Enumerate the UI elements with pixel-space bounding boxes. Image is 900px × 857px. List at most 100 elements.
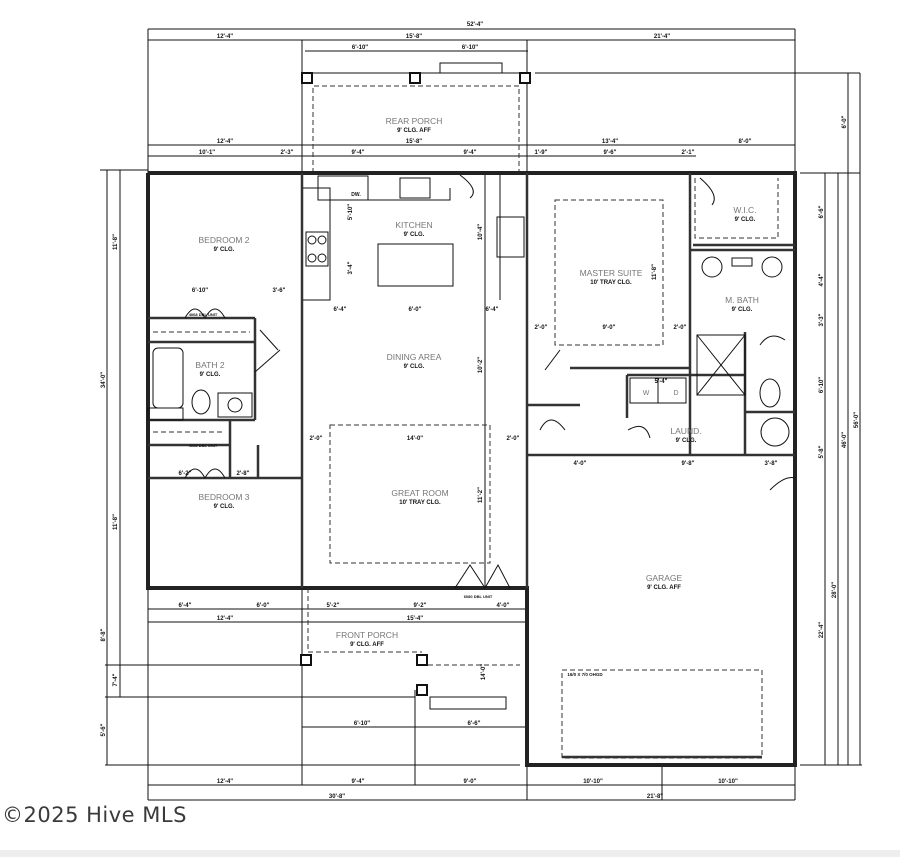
dim: 8'-0" xyxy=(739,139,752,145)
water-heater-icon xyxy=(760,417,790,447)
dim: 6'-10" xyxy=(354,721,370,727)
toilet-icon xyxy=(191,389,211,415)
watermark: ©2025 Hive MLS xyxy=(2,803,187,827)
dim: 2'-0" xyxy=(535,325,548,331)
dim: 15'-4" xyxy=(407,616,423,622)
room-ceiling: 9' CLG. xyxy=(735,217,756,223)
room-ceiling: 9' CLG. xyxy=(732,307,753,313)
porch-post xyxy=(301,72,313,84)
room-ceiling: 9' CLG. xyxy=(404,232,425,238)
dim: 30'-8" xyxy=(329,794,345,800)
room-name: GARAGE xyxy=(646,573,683,583)
room-name: M. BATH xyxy=(725,295,759,305)
shower-icon xyxy=(696,334,746,396)
dim: 3'-8" xyxy=(765,461,778,467)
dim: 6'-0" xyxy=(257,603,270,609)
dim: 11'-8" xyxy=(113,514,119,530)
dim: 6'-4" xyxy=(486,307,499,313)
room-ceiling: 9' CLG. AFF xyxy=(647,585,681,591)
dim: 5'-8" xyxy=(819,445,825,458)
door-icon xyxy=(759,335,786,346)
dim: 12'-4" xyxy=(217,34,233,40)
dim: 8'-8" xyxy=(101,628,107,641)
dim: 14'-0" xyxy=(481,664,487,680)
vanity-icon xyxy=(217,392,253,418)
room-ceiling: 9' CLG. xyxy=(200,372,221,378)
room-name: LAUND. xyxy=(670,426,701,436)
dim: 2'-0" xyxy=(507,436,520,442)
room-ceiling: 9' CLG. xyxy=(404,364,425,370)
toilet-icon xyxy=(759,378,781,408)
room-labels: REAR PORCH 9' CLG. AFF KITCHEN 9' CLG. B… xyxy=(189,116,759,677)
dim: 5'-2" xyxy=(327,603,340,609)
dimension-texts: 52'-4" 12'-4" 15'-8" 21'-4" 6'-10" 6'-10… xyxy=(101,22,860,800)
door-icon xyxy=(254,329,281,373)
dim: 6'-6" xyxy=(819,205,825,218)
room-name: W.I.C. xyxy=(733,205,756,215)
dim: 9'-0" xyxy=(603,325,616,331)
room-ceiling: 10' TRAY CLG. xyxy=(590,280,632,286)
dim: 3'-3" xyxy=(819,313,825,326)
dim: 2'-1" xyxy=(682,150,695,156)
room-name: BATH 2 xyxy=(195,360,224,370)
dishwasher-label: DW. xyxy=(351,192,361,198)
closet-door-icon xyxy=(184,468,226,479)
dim: 2'-8" xyxy=(237,471,250,477)
dim: 9'-4" xyxy=(464,150,477,156)
dim: 11'-8" xyxy=(113,234,119,250)
dryer-icon xyxy=(657,377,687,404)
room-ceiling: 9' CLG. xyxy=(676,438,697,444)
refrigerator-icon xyxy=(496,216,525,258)
dim: 7'-4" xyxy=(113,673,119,686)
dim: 4'-0" xyxy=(574,461,587,467)
dim: 5'-4" xyxy=(655,379,668,385)
dim: 9'-2" xyxy=(414,603,427,609)
room-name: GREAT ROOM xyxy=(391,488,448,498)
dim: 46'-0" xyxy=(842,432,848,448)
closet-label: 4068 DBL UNIT xyxy=(189,443,218,448)
porch-post xyxy=(409,72,421,84)
dim: 6'-0" xyxy=(409,307,422,313)
dim: 2'-0" xyxy=(310,436,323,442)
dim: 22'-4" xyxy=(819,622,825,638)
porch-post xyxy=(300,654,312,666)
porch-post xyxy=(519,72,531,84)
room-ceiling: 10' TRAY CLG. xyxy=(399,500,441,506)
dim: 11'-2" xyxy=(478,487,484,503)
room-ceiling: 9' CLG. xyxy=(214,247,235,253)
dim: 28'-0" xyxy=(832,582,838,598)
dim: 4'-0" xyxy=(497,603,510,609)
kitchen-island xyxy=(377,243,454,287)
dim: 5'-6" xyxy=(101,723,107,736)
bathtub-icon xyxy=(152,347,184,409)
doors xyxy=(184,174,796,589)
bottom-strip xyxy=(0,850,900,857)
dim: 11'-8" xyxy=(652,264,658,280)
room-name: BEDROOM 3 xyxy=(198,492,249,502)
ceiling-outlines xyxy=(300,178,779,759)
dim: 9'-8" xyxy=(682,461,695,467)
door-icon xyxy=(627,425,651,439)
front-door-label: 6080 DBL UNIT xyxy=(464,594,493,599)
door-icon xyxy=(544,349,561,371)
washer-label: W xyxy=(643,390,650,397)
dim: 2'-3" xyxy=(281,150,294,156)
door-icon xyxy=(699,177,715,206)
room-name: BEDROOM 2 xyxy=(198,235,249,245)
dim: 9'-6" xyxy=(604,150,617,156)
dimension-lines xyxy=(100,28,862,801)
dim: 10'-10" xyxy=(718,779,738,785)
dim: 14'-0" xyxy=(407,436,423,442)
dim: 21'-4" xyxy=(654,34,670,40)
dim: 52'-4" xyxy=(467,22,483,28)
dim: 10'-4" xyxy=(478,224,484,240)
dim: 6'-10" xyxy=(352,45,368,51)
porch-post xyxy=(416,654,428,666)
room-name: FRONT PORCH xyxy=(336,630,398,640)
dim: 6'-4" xyxy=(334,307,347,313)
dim: 34'-0" xyxy=(101,372,107,388)
fixtures xyxy=(147,175,790,447)
front-door-icon xyxy=(454,563,511,589)
room-name: MASTER SUITE xyxy=(580,268,643,278)
